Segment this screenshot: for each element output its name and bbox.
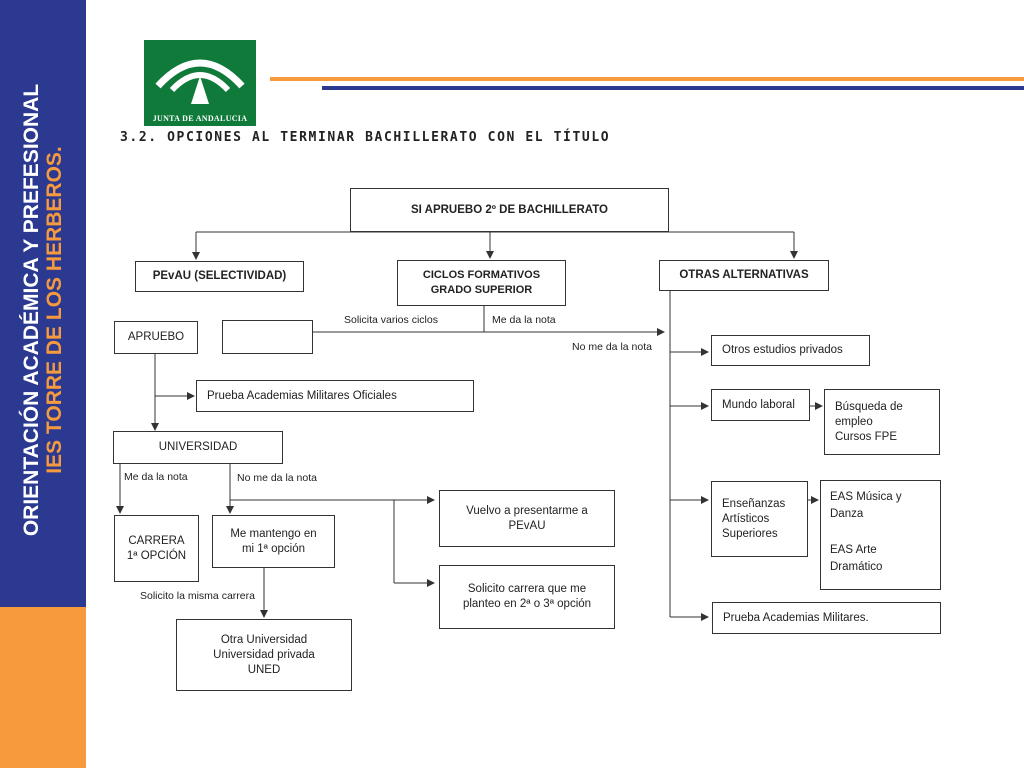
header-line-blue <box>322 86 1024 90</box>
apruebo-node: APRUEBO <box>114 321 198 354</box>
otros-estudios-label: Otros estudios privados <box>722 344 843 356</box>
eas-label-1: EAS Música y <box>830 491 902 503</box>
busqueda-label-2: empleo <box>835 415 873 428</box>
ciclos-label-1: CICLOS FORMATIVOS <box>422 269 541 281</box>
sidebar-accent <box>0 607 86 768</box>
carrera-node: CARRERA 1ª OPCIÓN <box>114 515 199 582</box>
prueba-militares-node: Prueba Academias Militares. <box>712 602 941 634</box>
header-line-orange <box>270 77 1024 81</box>
mantengo-label-2: mi 1ª opción <box>241 542 306 555</box>
universidad-node: UNIVERSIDAD <box>113 431 283 464</box>
carrera-label-2: 1ª OPCIÓN <box>126 549 187 562</box>
otra-uni-label-1: Otra Universidad <box>220 633 308 646</box>
eas-node: EAS Música y Danza EAS Arte Dramático <box>820 480 941 590</box>
busqueda-label-1: Búsqueda de <box>835 400 903 413</box>
otras-alternativas-node: OTRAS ALTERNATIVAS <box>659 260 829 291</box>
universidad-label: UNIVERSIDAD <box>158 441 238 453</box>
ciclos-label-2: GRADO SUPERIOR <box>430 284 533 296</box>
carrera-label-1: CARRERA <box>128 534 185 547</box>
logo-arches-icon <box>155 59 245 104</box>
eas-label-3: EAS Arte <box>830 544 877 556</box>
vuelvo-node: Vuelvo a presentarme a PEvAU <box>439 490 615 547</box>
junta-andalucia-logo: JUNTA DE ANDALUCIA <box>144 40 256 126</box>
ciclos-node: CICLOS FORMATIVOS GRADO SUPERIOR <box>397 260 566 306</box>
label-solicito-misma-carrera: Solicito la misma carrera <box>140 590 255 602</box>
prueba-militares-oficiales-label: Prueba Academias Militares Oficiales <box>207 389 397 402</box>
pevau-node-label: PEvAU (SELECTIVIDAD) <box>152 270 287 282</box>
otros-estudios-node: Otros estudios privados <box>711 335 870 366</box>
solicito-label-1: Solicito carrera que me <box>467 583 587 595</box>
label-no-me-da-nota: No me da la nota <box>237 472 317 484</box>
mantengo-label-1: Me mantengo en <box>230 527 317 540</box>
ensenanzas-label-3: Superiores <box>722 527 778 540</box>
eas-label-2: Danza <box>830 508 864 520</box>
no-apruebo-node <box>222 320 313 354</box>
mundo-laboral-label: Mundo laboral <box>722 398 795 411</box>
ensenanzas-label-2: Artísticos <box>722 512 770 525</box>
solicito-label-2: planteo en 2ª o 3ª opción <box>462 598 592 610</box>
page-heading: 3.2. OPCIONES AL TERMINAR BACHILLERATO C… <box>120 130 611 145</box>
logo-text: JUNTA DE ANDALUCIA <box>152 114 248 123</box>
prueba-militares-oficiales-node: Prueba Academias Militares Oficiales <box>196 380 474 412</box>
solicito-carrera-node: Solicito carrera que me planteo en 2ª o 3… <box>439 565 615 629</box>
mantengo-node: Me mantengo en mi 1ª opción <box>212 515 335 568</box>
otra-uni-label-2: Universidad privada <box>213 648 315 661</box>
vuelvo-label-1: Vuelvo a presentarme a <box>466 504 588 517</box>
label-solicita-ciclos: Solicita varios ciclos <box>344 314 438 326</box>
apruebo-label: APRUEBO <box>127 331 185 343</box>
label-no-me-da-nota-top: No me da la nota <box>572 341 652 353</box>
label-me-da-nota-top: Me da la nota <box>492 314 556 326</box>
otra-uni-label-3: UNED <box>247 663 281 676</box>
busqueda-label-3: Cursos FPE <box>835 430 897 443</box>
pevau-node: PEvAU (SELECTIVIDAD) <box>135 261 304 292</box>
root-node-label: SI APRUEBO 2º DE BACHILLERATO <box>411 203 608 216</box>
ensenanzas-label-1: Enseñanzas <box>722 497 786 510</box>
mundo-laboral-node: Mundo laboral <box>711 389 810 421</box>
label-me-da-nota: Me da la nota <box>124 471 188 483</box>
eas-label-4: Dramático <box>830 561 883 573</box>
otras-label: OTRAS ALTERNATIVAS <box>679 269 809 281</box>
prueba-militares-label: Prueba Academias Militares. <box>723 611 869 624</box>
root-node: SI APRUEBO 2º DE BACHILLERATO <box>350 188 669 232</box>
vuelvo-label-2: PEvAU <box>508 519 546 532</box>
